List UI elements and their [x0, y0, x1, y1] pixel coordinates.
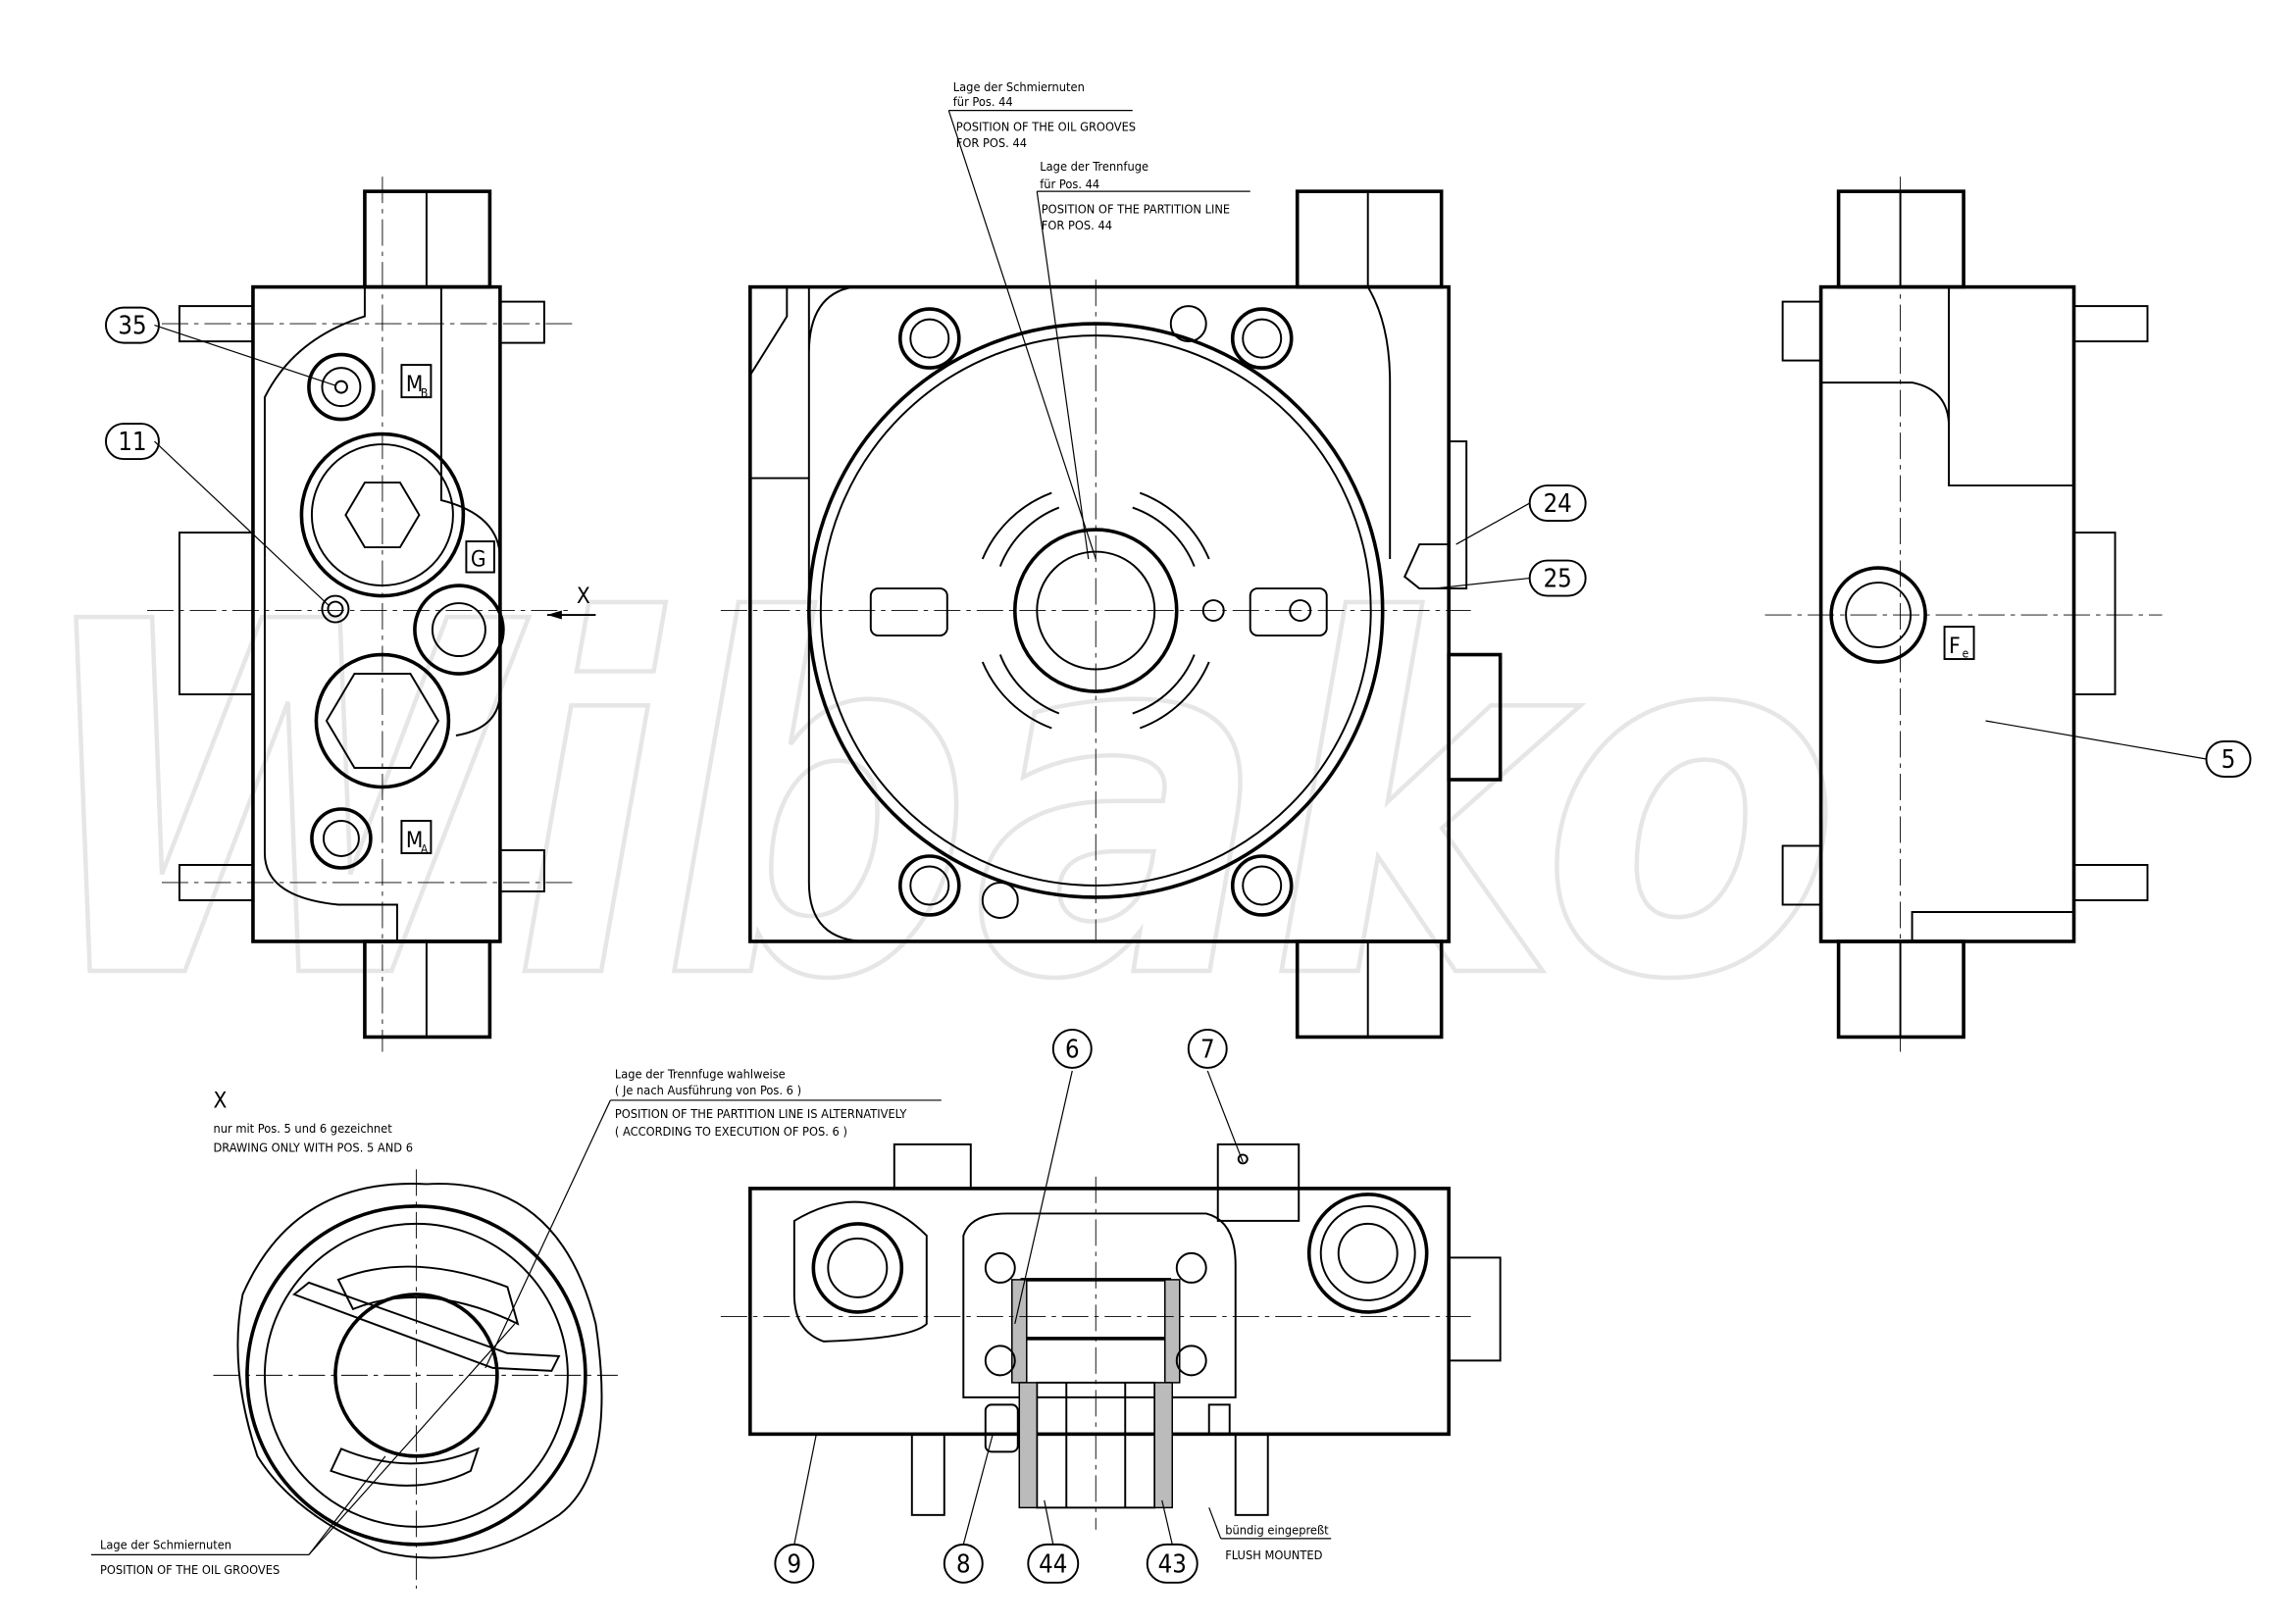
view-x-title: X — [213, 1088, 227, 1113]
callout-11: 11 — [118, 428, 146, 457]
callout-8: 8 — [956, 1549, 971, 1579]
port-label-fe: F — [1949, 634, 1961, 659]
note-oil-grooves-en-2: FOR POS. 44 — [956, 136, 1027, 151]
annotations: Lage der Schmiernuten für Pos. 44 POSITI… — [100, 80, 1329, 1578]
view-arrow-icon — [546, 610, 562, 620]
front-view — [720, 189, 1503, 1040]
note-oil-grooves-de-2: für Pos. 44 — [953, 95, 1013, 110]
callout-6: 6 — [1065, 1035, 1080, 1064]
note-alt-partition-de-2: ( Je nach Ausführung von Pos. 6 ) — [615, 1084, 801, 1098]
port-label-g: G — [471, 547, 486, 573]
callout-35: 35 — [118, 312, 146, 341]
callout-24: 24 — [1544, 489, 1572, 519]
note-oil-grooves-de-1: Lage der Schmiernuten — [953, 80, 1085, 95]
note-alt-partition-de-1: Lage der Trennfuge wahlweise — [615, 1067, 786, 1082]
note-grooves-bottom-en: POSITION OF THE OIL GROOVES — [100, 1563, 280, 1578]
callout-43: 43 — [1158, 1549, 1187, 1579]
left-side-view: M B G M A X — [146, 177, 596, 1052]
note-oil-grooves-en-1: POSITION OF THE OIL GROOVES — [956, 121, 1136, 135]
note-grooves-bottom-de: Lage der Schmiernuten — [100, 1538, 231, 1552]
callout-44: 44 — [1039, 1549, 1067, 1579]
view-x-note-en: DRAWING ONLY WITH POS. 5 AND 6 — [213, 1141, 413, 1155]
watermark: Wibako — [29, 521, 1841, 1086]
section-view — [720, 1142, 1502, 1530]
callout-5: 5 — [2221, 745, 2236, 775]
note-flush-en: FLUSH MOUNTED — [1225, 1548, 1322, 1563]
note-partition-de-1: Lage der Trennfuge — [1040, 160, 1148, 175]
note-partition-en-2: FOR POS. 44 — [1042, 219, 1112, 233]
port-label-ma: M — [406, 828, 423, 853]
note-alt-partition-en-1: POSITION OF THE PARTITION LINE IS ALTERN… — [615, 1107, 908, 1122]
bolt-holes — [898, 305, 1294, 919]
port-label-mb: M — [406, 372, 423, 397]
note-partition-en-1: POSITION OF THE PARTITION LINE — [1042, 203, 1230, 218]
detail-view-x — [213, 1169, 618, 1589]
callouts: 35 11 24 25 5 6 7 9 8 44 43 — [105, 306, 2252, 1584]
view-x-note-de: nur mit Pos. 5 und 6 gezeichnet — [213, 1122, 392, 1137]
callout-9: 9 — [788, 1549, 802, 1579]
port-label-ma-sub: A — [421, 842, 429, 856]
note-partition-de-2: für Pos. 44 — [1040, 178, 1099, 192]
leader-lines — [90, 110, 2207, 1555]
note-alt-partition-en-2: ( ACCORDING TO EXECUTION OF POS. 6 ) — [615, 1125, 847, 1140]
right-side-view: F e — [1764, 177, 2163, 1052]
callout-25: 25 — [1544, 565, 1572, 594]
note-flush-de: bündig eingepreßt — [1225, 1523, 1329, 1538]
view-arrow-label: X — [577, 584, 590, 609]
port-label-mb-sub: B — [421, 386, 428, 400]
callout-7: 7 — [1200, 1035, 1215, 1064]
port-label-fe-sub: e — [1963, 647, 1969, 661]
